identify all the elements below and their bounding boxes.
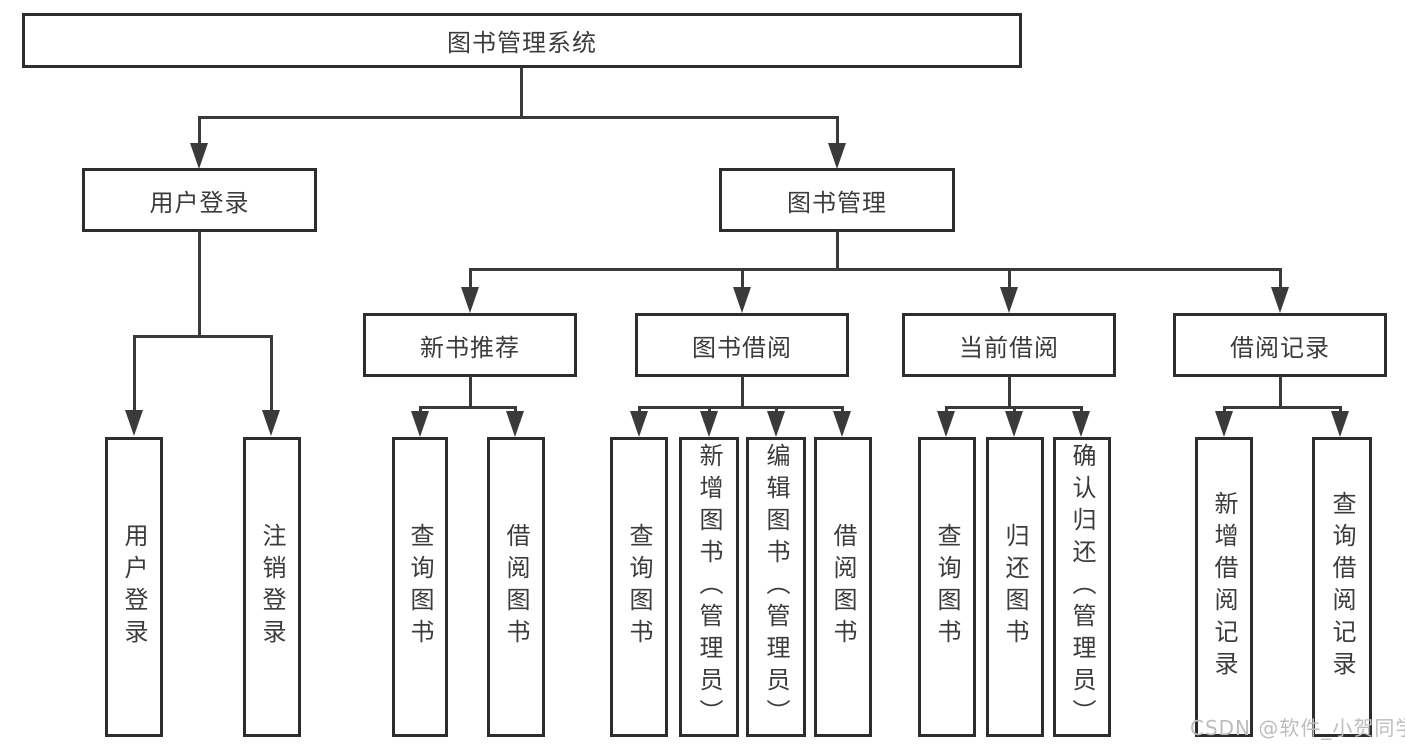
watermark-text: CSDN @软件_小贺同学 — [1190, 716, 1405, 740]
leaf-borrow-books-borrowing: 借阅图书 — [814, 437, 872, 737]
connector-arrowhead — [1215, 411, 1233, 437]
leaf-edit-book-admin: 编辑图书（管理员） — [746, 437, 806, 737]
connector-line — [945, 406, 948, 414]
connector-user-login-branch — [133, 335, 273, 338]
node-label: 新增借阅记录 — [1210, 491, 1238, 683]
connector-arrowhead — [833, 411, 851, 437]
node-label: 图书管理 — [787, 188, 887, 217]
connector-branch — [638, 406, 844, 409]
leaf-query-books-recommend: 查询图书 — [392, 437, 448, 737]
connector-line — [1013, 406, 1016, 414]
leaf-add-book-admin: 新增图书（管理员） — [679, 437, 739, 737]
node-label: 编辑图书（管理员） — [762, 443, 790, 731]
connector-line — [133, 335, 136, 412]
node-label: 图书借阅 — [692, 333, 792, 362]
leaf-borrow-books-recommend: 借阅图书 — [487, 437, 545, 737]
connector-arrowhead — [190, 143, 208, 169]
connector-arrowhead — [1000, 287, 1018, 313]
node-label: 查询借阅记录 — [1328, 491, 1356, 683]
node-current-borrowing: 当前借阅 — [902, 313, 1116, 377]
connector-line — [741, 268, 744, 290]
connector-line — [270, 335, 273, 412]
connector-line — [419, 406, 422, 414]
connector-line — [775, 406, 778, 414]
connector-stem — [1008, 376, 1011, 408]
connector-arrowhead — [461, 287, 479, 313]
connector-arrowhead — [1271, 287, 1289, 313]
connector-arrowhead — [262, 410, 280, 436]
connector-user-login-stem — [198, 231, 201, 337]
connector-stem — [1279, 376, 1282, 408]
connector-line — [841, 406, 844, 414]
connector-line — [836, 116, 839, 146]
leaf-logout: 注销登录 — [243, 437, 301, 737]
connector-stem — [741, 376, 744, 408]
connector-line — [514, 406, 517, 414]
connector-line — [1008, 268, 1011, 290]
node-book-management: 图书管理 — [719, 168, 955, 232]
connector-arrowhead — [506, 411, 524, 437]
node-borrowing-records: 借阅记录 — [1173, 313, 1387, 377]
connector-arrowhead — [733, 287, 751, 313]
node-user-login: 用户登录 — [82, 168, 317, 232]
node-label: 当前借阅 — [959, 333, 1059, 362]
connector-line — [1080, 406, 1083, 414]
connector-arrowhead — [411, 411, 429, 437]
connector-line — [708, 406, 711, 414]
leaf-query-books-current: 查询图书 — [918, 437, 976, 737]
node-label: 借阅图书 — [502, 523, 530, 651]
leaf-user-login: 用户登录 — [105, 437, 163, 737]
leaf-return-books: 归还图书 — [986, 437, 1044, 737]
node-label: 新书推荐 — [420, 333, 520, 362]
connector-branch — [1223, 406, 1342, 409]
node-label: 确认归还（管理员） — [1068, 443, 1096, 731]
connector-arrowhead — [937, 411, 955, 437]
connector-line — [1223, 406, 1226, 414]
connector-level3-branch — [469, 268, 1282, 271]
connector-line — [1279, 268, 1282, 290]
leaf-confirm-return-admin: 确认归还（管理员） — [1053, 437, 1111, 737]
connector-arrowhead — [767, 411, 785, 437]
node-label: 用户登录 — [149, 188, 250, 217]
node-label: 图书管理系统 — [447, 29, 597, 57]
node-library-management-system: 图书管理系统 — [22, 13, 1022, 68]
node-book-borrowing: 图书借阅 — [635, 313, 849, 377]
connector-line — [1339, 406, 1342, 414]
node-label: 注销登录 — [258, 523, 286, 651]
leaf-query-books-borrowing: 查询图书 — [610, 437, 668, 737]
node-label: 归还图书 — [1001, 523, 1029, 651]
node-label: 新增图书（管理员） — [695, 443, 723, 731]
node-label: 查询图书 — [625, 523, 653, 651]
node-label: 查询图书 — [406, 523, 434, 651]
connector-stem — [469, 376, 472, 408]
connector-arrowhead — [1072, 411, 1090, 437]
connector-arrowhead — [1005, 411, 1023, 437]
leaf-query-borrowing-record: 查询借阅记录 — [1312, 437, 1372, 737]
node-label: 借阅图书 — [829, 523, 857, 651]
connector-arrowhead — [1331, 411, 1349, 437]
connector-book-management-stem — [836, 231, 839, 271]
node-label: 用户登录 — [120, 523, 148, 651]
connector-arrowhead — [700, 411, 718, 437]
node-label: 借阅记录 — [1230, 333, 1330, 362]
connector-line — [638, 406, 641, 414]
connector-line — [469, 268, 472, 290]
connector-arrowhead — [125, 410, 143, 436]
connector-line — [198, 116, 201, 146]
connector-level2-branch — [198, 116, 839, 119]
connector-branch — [419, 406, 517, 409]
connector-arrowhead — [630, 411, 648, 437]
connector-root-stem — [520, 68, 523, 118]
leaf-add-borrowing-record: 新增借阅记录 — [1195, 437, 1253, 737]
node-new-book-recommendation: 新书推荐 — [363, 313, 577, 377]
connector-arrowhead — [828, 143, 846, 169]
node-label: 查询图书 — [933, 523, 961, 651]
